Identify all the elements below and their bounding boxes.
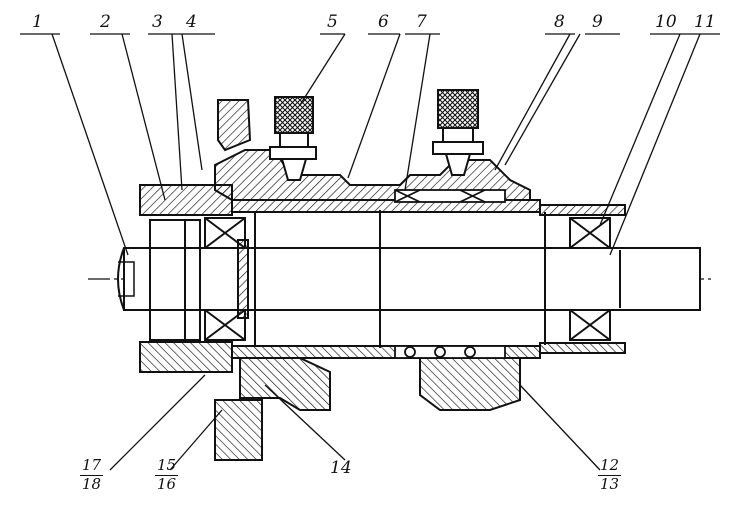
label-9: 9 <box>592 12 603 32</box>
label-17-18: 17 18 <box>80 456 104 493</box>
label-13: 13 <box>600 474 620 493</box>
bearing-right <box>569 217 611 341</box>
housing-upper <box>139 99 626 216</box>
label-11: 11 <box>694 12 716 32</box>
label-17: 17 <box>80 456 104 476</box>
label-15: 15 <box>155 456 179 476</box>
label-3: 3 <box>152 12 163 32</box>
shaft <box>117 210 701 348</box>
end-cap-left <box>149 219 249 341</box>
label-4: 4 <box>186 12 197 32</box>
label-6: 6 <box>378 12 389 32</box>
label-5: 5 <box>327 12 338 32</box>
label-14: 14 <box>330 458 352 478</box>
label-10: 10 <box>655 12 677 32</box>
label-12-13: 12 13 <box>598 456 622 493</box>
label-1: 1 <box>32 12 43 32</box>
label-12: 12 <box>598 456 622 476</box>
label-16: 16 <box>157 474 177 493</box>
grease-fitting-9 <box>432 89 484 176</box>
label-2: 2 <box>100 12 111 32</box>
label-18: 18 <box>82 474 102 493</box>
bearing-middle <box>394 189 506 359</box>
label-8: 8 <box>554 12 565 32</box>
leader-lines <box>20 33 720 471</box>
label-15-16: 15 16 <box>155 456 179 493</box>
label-7: 7 <box>416 12 427 32</box>
housing-lower <box>139 341 626 461</box>
grease-fitting-5 <box>269 96 317 181</box>
